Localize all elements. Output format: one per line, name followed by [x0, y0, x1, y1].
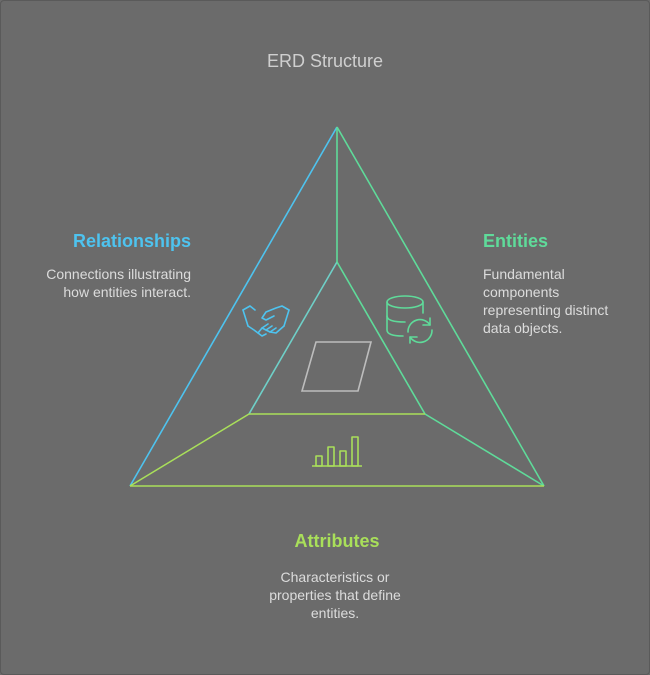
entities-description-line: components	[483, 284, 560, 300]
bar-chart-icon	[312, 436, 362, 467]
attributes-description-line: properties that define	[269, 587, 401, 603]
relationships-description-line: Connections illustrating	[46, 266, 191, 282]
entities-description: Fundamental components representing dist…	[483, 265, 643, 337]
attributes-face	[130, 413, 544, 487]
relationships-heading: Relationships	[72, 231, 191, 251]
entities-description-line: data objects.	[483, 320, 563, 336]
entities-description-line: Fundamental	[483, 266, 565, 282]
attributes-description-line: Characteristics or	[280, 569, 390, 585]
diagram-title: ERD Structure	[266, 51, 384, 71]
relationships-description: Connections illustrating how entities in…	[20, 265, 191, 301]
database-sync-icon	[386, 295, 433, 344]
entities-description-line: representing distinct	[483, 302, 609, 318]
entities-face	[336, 126, 545, 487]
attributes-description-line: entities.	[310, 605, 360, 621]
relationships-face	[129, 126, 338, 487]
relationships-description-line: how entities interact.	[63, 284, 191, 300]
parallelogram-icon	[300, 341, 373, 392]
handshake-icon	[242, 305, 290, 337]
entities-heading: Entities	[483, 231, 549, 251]
attributes-description: Characteristics or properties that defin…	[245, 568, 425, 622]
attributes-heading: Attributes	[294, 531, 380, 551]
